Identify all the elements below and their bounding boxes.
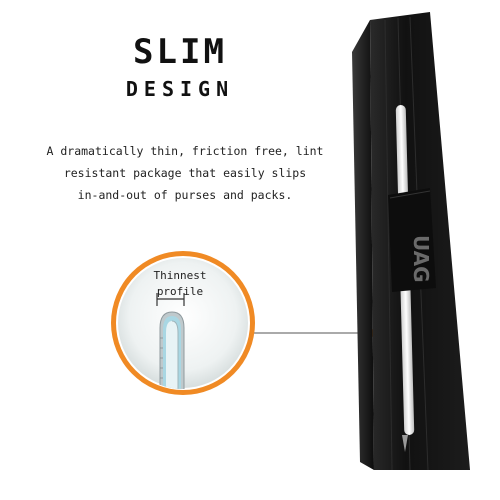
description-line: A dramatically thin, friction free, lint — [46, 144, 324, 158]
callout-line: profile — [156, 285, 204, 298]
case-edge-profile — [156, 293, 185, 389]
headline-slim: SLIM — [133, 32, 227, 72]
brand-logo: UAG — [409, 235, 433, 283]
callout-line: Thinnest — [153, 269, 207, 282]
pen-strap — [388, 188, 436, 292]
zoom-callout — [111, 251, 255, 395]
description-line: resistant package that easily slips — [63, 166, 307, 180]
callout-label: Thinnest profile — [130, 268, 230, 300]
headline: SLIM DESIGN — [110, 30, 250, 102]
headline-design: DESIGN — [125, 77, 235, 101]
description: A dramatically thin, friction free, lint… — [40, 140, 330, 206]
description-line: in-and-out of purses and packs. — [77, 188, 293, 202]
